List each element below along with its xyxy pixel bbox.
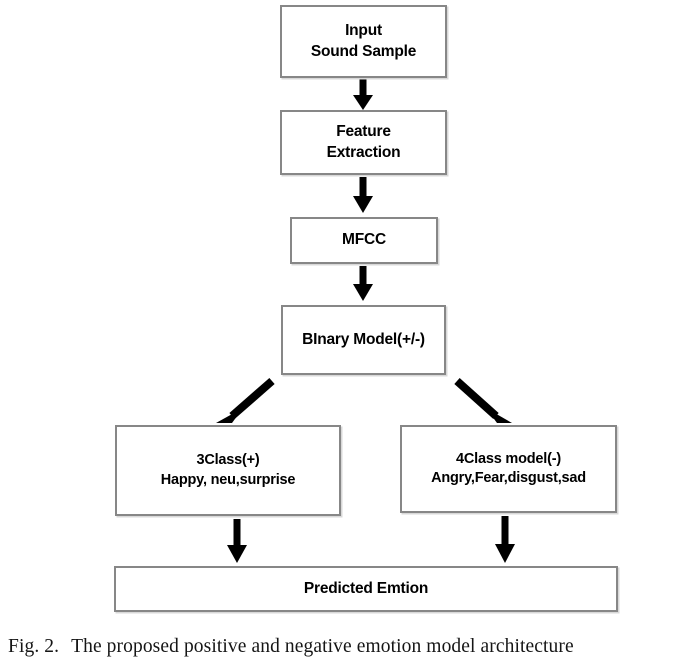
arrow-four-class-to-predicted xyxy=(495,516,515,563)
arrow-binary-to-three-class xyxy=(216,377,275,423)
node-four-class-line-2: Angry,Fear,disgust,sad xyxy=(431,470,586,486)
node-input-line-1: Input xyxy=(345,22,382,40)
arrow-input-to-feature xyxy=(353,79,373,110)
figure-caption-label: Fig. 2. xyxy=(8,636,60,657)
node-feature-line-1: Feature xyxy=(336,123,391,141)
node-mfcc-line-1: MFCC xyxy=(342,231,386,249)
node-predicted-emotion[interactable]: Predicted Emtion xyxy=(114,566,618,612)
node-three-class-positive[interactable]: 3Class(+) Happy, neu,surprise xyxy=(115,425,341,516)
figure-caption: Fig. 2. The proposed positive and negativ… xyxy=(8,636,693,658)
node-predicted-line-1: Predicted Emtion xyxy=(303,579,429,597)
node-three-class-line-1: 3Class(+) xyxy=(196,452,260,469)
node-three-class-line-2: Happy, neu,surprise xyxy=(160,471,296,488)
arrow-feature-to-mfcc xyxy=(353,177,373,213)
node-binary-line-1: BInary Model(+/-) xyxy=(302,330,425,348)
node-binary-model[interactable]: BInary Model(+/-) xyxy=(281,305,446,375)
arrow-three-class-to-predicted xyxy=(227,519,247,563)
arrow-binary-to-four-class xyxy=(454,378,512,423)
figure-caption-text: The proposed positive and negative emoti… xyxy=(71,636,574,657)
node-feature-extraction[interactable]: Feature Extraction xyxy=(280,110,447,175)
node-feature-line-2: Extraction xyxy=(326,143,401,161)
node-mfcc[interactable]: MFCC xyxy=(290,217,438,264)
node-four-class-line-1: 4Class model(-) xyxy=(456,450,561,467)
node-input-sound-sample[interactable]: Input Sound Sample xyxy=(280,5,447,78)
node-input-line-2: Sound Sample xyxy=(310,42,417,60)
arrow-mfcc-to-binary xyxy=(353,266,373,301)
node-four-class-negative[interactable]: 4Class model(-) Angry,Fear,disgust,sad xyxy=(400,425,617,513)
